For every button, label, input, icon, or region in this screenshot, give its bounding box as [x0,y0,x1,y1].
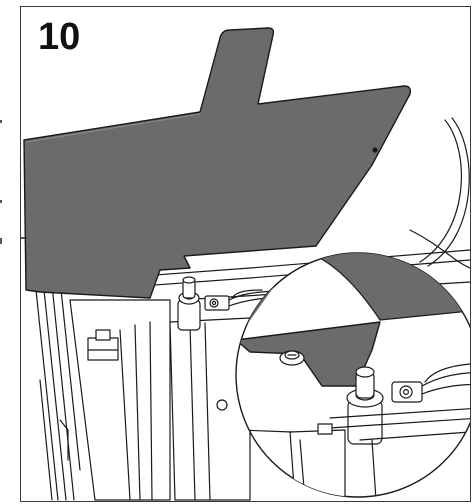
step-number: 10 [38,16,81,58]
panel-edge-screw [372,147,378,153]
zoom-bracket-panel [236,321,381,387]
zoom-bolt [346,366,384,445]
bracket-panel [23,27,412,299]
left-edge-mark [0,120,2,123]
zoom-frame [239,407,470,497]
left-edge-mark [0,238,2,244]
bolt-fitting [177,276,201,331]
panel-edge-highlight [25,113,201,143]
machine-frame [35,117,470,501]
left-edge-mark [0,200,2,203]
zoom-connector [391,363,470,403]
zoom-inset [235,252,470,498]
zoom-screw [279,350,305,366]
